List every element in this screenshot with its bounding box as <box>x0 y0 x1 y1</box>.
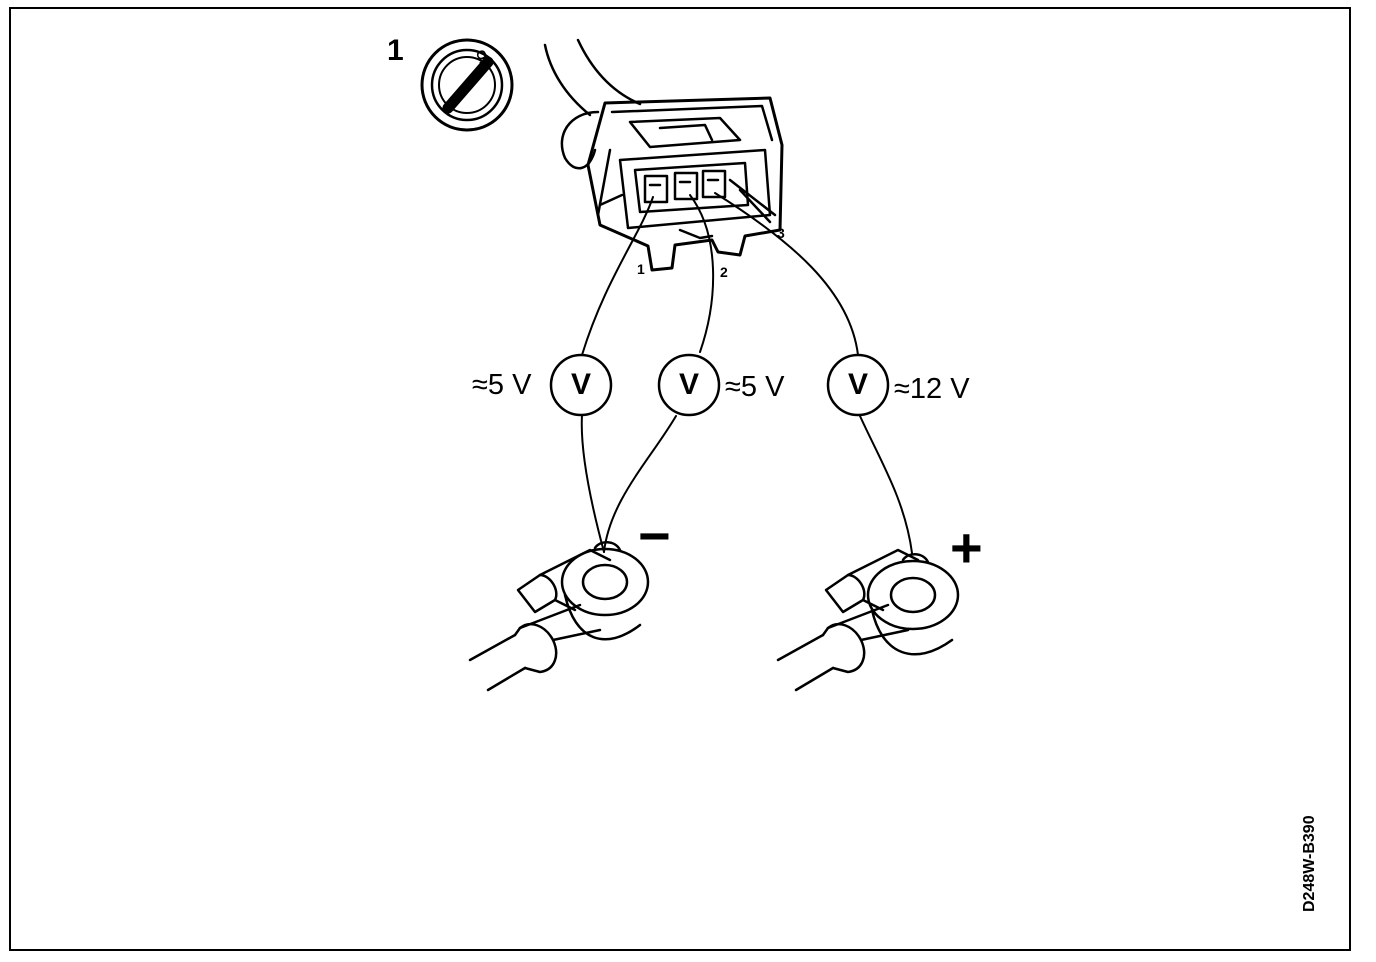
voltmeter-1-reading: ≈5 V <box>472 369 532 401</box>
diagram-frame <box>9 7 1351 951</box>
voltmeter-2-icon <box>657 353 721 417</box>
reference-code: D248W-B390 <box>1301 815 1318 912</box>
voltmeter-3-icon <box>826 353 890 417</box>
voltmeter-1-icon <box>549 353 613 417</box>
connector-pin-2-label: 2 <box>720 264 728 280</box>
ignition-switch-icon <box>420 38 514 132</box>
voltmeter-3-symbol: V <box>847 368 868 401</box>
connector-icon <box>586 96 784 272</box>
positive-terminal-icon <box>776 548 960 692</box>
step-number: 1 <box>387 34 404 67</box>
negative-sign: − <box>638 504 671 567</box>
voltmeter-1-symbol: V <box>570 368 591 401</box>
negative-terminal-icon <box>468 541 650 692</box>
voltmeter-2-reading: ≈5 V <box>725 371 785 403</box>
connector-pin-1-label: 1 <box>637 261 645 277</box>
voltmeter-2-symbol: V <box>678 368 699 401</box>
positive-sign: + <box>950 516 983 579</box>
test-leads <box>580 192 913 554</box>
voltmeter-3-reading: ≈12 V <box>894 373 970 405</box>
connector-pin-3-label: 3 <box>777 225 785 241</box>
